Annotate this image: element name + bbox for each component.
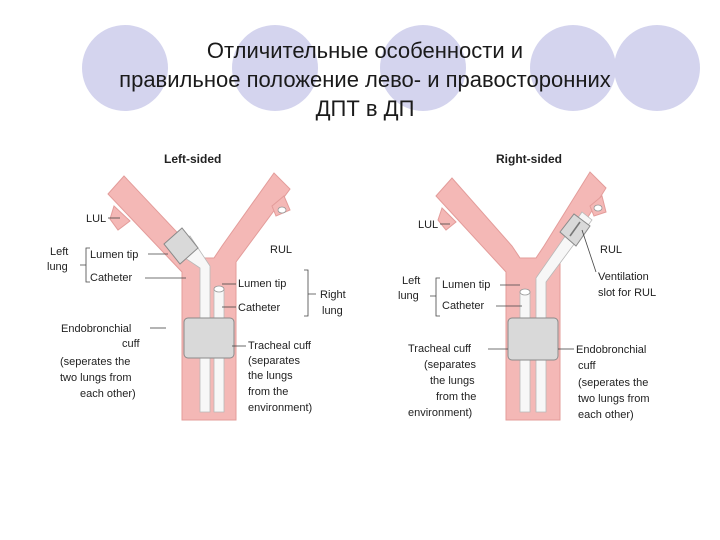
left-sided-diagram: Left-sided LUL RUL Left lung Lumen tip C…: [47, 152, 346, 421]
decorative-circle-3: [380, 25, 466, 111]
right-endo-label-1: Endobronchial: [576, 344, 646, 356]
left-lumen-tip-marker: [213, 285, 225, 293]
left-trach-label-3: the lungs: [248, 370, 293, 382]
left-endo-label-4: two lungs from: [60, 372, 132, 384]
left-left-lung-label-2: lung: [47, 261, 68, 273]
decorative-circle-5: [614, 25, 700, 111]
left-trach-label-5: environment): [248, 402, 312, 414]
right-endo-label-2: cuff: [578, 360, 596, 372]
left-lumen-tip-label-b: Lumen tip: [238, 278, 286, 290]
left-right-lung-bracket: [304, 269, 316, 317]
right-trach-label-2: (separates: [424, 359, 476, 371]
right-trach-label-1: Tracheal cuff: [408, 343, 472, 355]
right-left-lung-label-1: Left: [402, 275, 420, 287]
right-ventilation-slot: [569, 221, 581, 237]
left-lumen-tip-label-a: Lumen tip: [90, 249, 138, 261]
slide-title-line-2: правильное положение лево- и правосторон…: [119, 67, 611, 92]
right-lumen-tip-label: Lumen tip: [442, 279, 490, 291]
right-rul-label: RUL: [600, 244, 622, 256]
right-diagram-header: Right-sided: [496, 152, 562, 166]
left-right-lung-label-1: Right: [320, 289, 346, 301]
left-endobronchial-cuff: [163, 227, 199, 265]
decorative-circle-4: [530, 25, 616, 111]
left-rul-opening: [277, 206, 287, 214]
left-tracheal-cuff: [183, 317, 235, 359]
slide-title-line-3: ДПТ в ДП: [315, 96, 415, 121]
right-lul-label: LUL: [418, 219, 438, 231]
right-endo-label-3: (seperates the: [578, 377, 648, 389]
left-trach-label-1: Tracheal cuff: [248, 340, 312, 352]
slide-title: Отличительные особенности и правильное п…: [40, 36, 690, 123]
left-diagram-header: Left-sided: [164, 152, 221, 166]
right-left-lung-label-2: lung: [398, 290, 419, 302]
left-left-lung-bracket: [80, 247, 90, 283]
slide-title-line-1: Отличительные особенности и: [206, 38, 524, 63]
left-left-lung-label-1: Left: [50, 246, 68, 258]
left-endo-label-1: Endobronchial: [61, 323, 131, 335]
left-right-lung-label-2: lung: [322, 305, 343, 317]
right-rul-opening: [593, 204, 603, 212]
right-trach-label-4: from the: [436, 391, 476, 403]
left-catheter-label-a: Catheter: [90, 272, 133, 284]
left-trach-label-2: (separates: [248, 355, 300, 367]
right-lul-branch: [437, 207, 457, 231]
right-tube-bronchial: [535, 211, 593, 413]
right-endo-label-4: two lungs from: [578, 393, 650, 405]
right-tracheal-cuff: [507, 317, 559, 361]
left-airway: [107, 172, 291, 421]
right-vent-leader: [581, 229, 597, 273]
left-endo-label-3: (seperates the: [60, 356, 130, 368]
left-lul-label: LUL: [86, 213, 106, 225]
left-endo-label-5: each other): [80, 388, 136, 400]
right-trach-label-5: environment): [408, 407, 472, 419]
left-endo-label-2: cuff: [122, 338, 140, 350]
right-vent-label-2: slot for RUL: [598, 287, 656, 299]
right-endo-label-5: each other): [578, 409, 634, 421]
decorative-circle-1: [82, 25, 168, 111]
right-sided-diagram: Right-sided LUL RUL Left lung Lumen tip …: [398, 152, 656, 421]
decorative-circle-2: [232, 25, 318, 111]
right-trach-label-3: the lungs: [430, 375, 475, 387]
left-trach-label-4: from the: [248, 386, 288, 398]
right-lumen-tip-marker: [519, 288, 531, 296]
right-catheter-label: Catheter: [442, 300, 485, 312]
right-vent-label-1: Ventilation: [598, 271, 649, 283]
right-left-lung-bracket: [430, 277, 440, 317]
left-rul-label: RUL: [270, 244, 292, 256]
left-catheter-label-b: Catheter: [238, 302, 281, 314]
